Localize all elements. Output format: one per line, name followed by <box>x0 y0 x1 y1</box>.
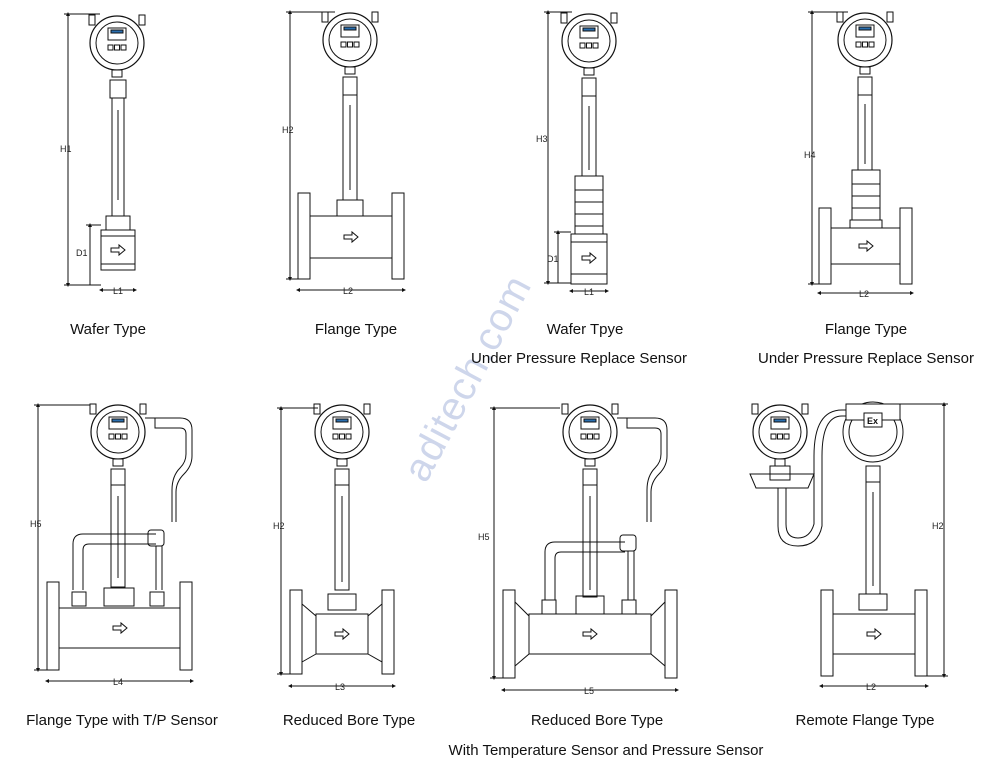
dim-l1-label: L1 <box>113 286 123 296</box>
caption-wafer-replace: Wafer Tpye <box>546 321 624 338</box>
wafer-replace-meter <box>544 10 618 293</box>
caption-reduced-bore: Reduced Bore Type <box>282 712 416 729</box>
caption-flange-replace: Flange Type <box>824 321 908 338</box>
caption-flange-replace-sub: Under Pressure Replace Sensor <box>758 350 974 367</box>
dim-l3-label: L3 <box>335 682 345 692</box>
dim-h5b-label: H5 <box>478 532 490 542</box>
caption-flange: Flange Type <box>314 321 398 338</box>
dim-h5-label: H5 <box>30 519 42 529</box>
remote-flange-meter <box>749 401 948 688</box>
wafer-type-meter <box>64 12 146 292</box>
caption-remote-flange: Remote Flange Type <box>795 712 935 729</box>
dim-h4-label: H4 <box>804 150 816 160</box>
dim-l2c-label: L2 <box>866 682 876 692</box>
dim-l5-label: L5 <box>584 686 594 696</box>
reduced-bore-meter <box>277 403 396 688</box>
dim-d1b-label: D1 <box>547 254 559 264</box>
caption-reduced-bore-tp: Reduced Bore Type <box>530 712 664 729</box>
dim-h3-label: H3 <box>536 134 548 144</box>
dim-l4-label: L4 <box>113 677 123 687</box>
dim-l2-label: L2 <box>343 286 353 296</box>
dim-l2b-label: L2 <box>859 289 869 299</box>
dim-l1b-label: L1 <box>584 287 594 297</box>
dim-h2c-label: H2 <box>932 521 944 531</box>
flange-replace-meter <box>808 10 914 295</box>
reduced-bore-tp-meter <box>490 403 679 692</box>
flange-type-meter <box>286 10 406 292</box>
flange-tp-meter <box>34 403 194 683</box>
caption-wafer: Wafer Type <box>70 321 146 338</box>
ex-mark-label: Ex <box>867 416 878 426</box>
caption-wafer-replace-sub: Under Pressure Replace Sensor <box>471 350 687 367</box>
dim-h2-label: H2 <box>282 125 294 135</box>
caption-flange-tp: Flange Type with T/P Sensor <box>26 712 218 729</box>
dim-h2b-label: H2 <box>273 521 285 531</box>
dim-h1-label: H1 <box>60 144 72 154</box>
caption-reduced-bore-tp-sub: With Temperature Sensor and Pressure Sen… <box>448 742 764 759</box>
dim-d1-label: D1 <box>76 248 88 258</box>
